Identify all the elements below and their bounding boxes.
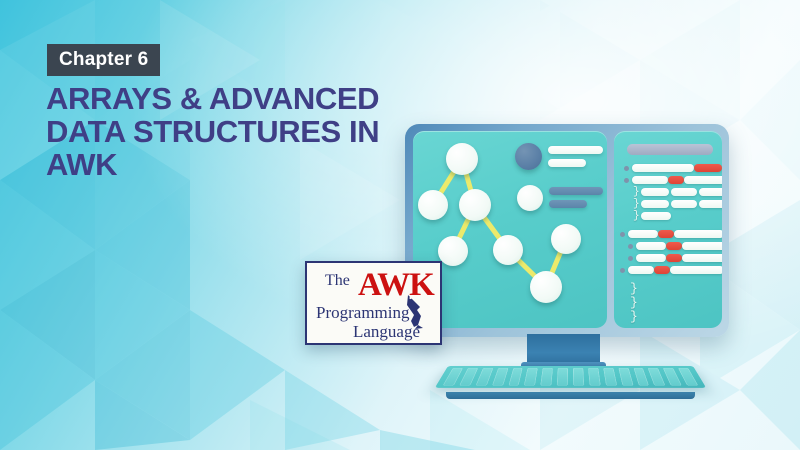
code-token xyxy=(670,266,722,274)
code-token xyxy=(699,200,722,208)
code-row: } xyxy=(633,186,722,198)
graph-node xyxy=(530,271,562,303)
code-brace: } xyxy=(633,210,640,222)
code-token-highlight xyxy=(658,230,674,238)
code-bullet-icon xyxy=(624,165,629,171)
keyboard-edge xyxy=(446,392,695,399)
graph-node xyxy=(418,190,448,220)
legend-bar xyxy=(548,146,603,154)
keyboard-key xyxy=(588,367,601,386)
keyboard-key xyxy=(491,367,508,386)
legend-bar xyxy=(549,200,587,208)
bird-icon xyxy=(407,295,423,329)
code-token xyxy=(682,254,722,262)
legend-bar xyxy=(549,187,603,195)
book-title-programming: Programming xyxy=(316,303,410,322)
code-bullet-icon xyxy=(628,243,633,249)
keyboard-key xyxy=(556,367,568,386)
keyboard-key xyxy=(459,367,478,386)
legend-marker-light xyxy=(517,185,543,211)
code-closing-brace: } xyxy=(630,309,638,324)
keyboard-key xyxy=(603,367,617,386)
code-token xyxy=(632,176,668,184)
code-token xyxy=(684,176,722,184)
book-title-language: Language xyxy=(353,322,421,341)
keyboard-key xyxy=(475,367,493,386)
code-row xyxy=(624,176,722,184)
keyboard-key xyxy=(524,367,538,386)
code-token xyxy=(632,164,694,172)
code-token xyxy=(628,266,654,274)
awk-book-cover: The AWK Programming Language xyxy=(305,261,442,345)
code-token xyxy=(674,230,722,238)
code-bullet-icon xyxy=(620,267,625,273)
keyboard-key xyxy=(573,367,585,386)
monitor-illustration: } } } xyxy=(405,124,729,337)
code-token-highlight xyxy=(668,176,684,184)
title-line-2: DATA STRUCTURES IN xyxy=(46,114,380,150)
code-token xyxy=(682,242,722,250)
chapter-badge: Chapter 6 xyxy=(47,44,161,76)
keyboard-key xyxy=(678,367,699,386)
keyboard-key xyxy=(618,367,633,386)
keyboard-key xyxy=(648,367,666,386)
code-brace: } xyxy=(633,186,640,198)
code-row xyxy=(628,254,722,262)
code-bullet-icon xyxy=(628,255,633,261)
code-token-highlight xyxy=(654,266,670,274)
code-row: } xyxy=(633,210,693,222)
graph-diagram-panel xyxy=(413,131,607,328)
code-token xyxy=(636,242,666,250)
code-row xyxy=(620,230,722,238)
book-title-awk: AWK xyxy=(358,267,435,303)
code-title-bar xyxy=(627,144,713,155)
monitor-screen: } } } xyxy=(413,131,722,328)
keyboard-keys xyxy=(442,367,699,386)
code-token xyxy=(641,188,669,196)
graph-node xyxy=(446,143,478,175)
graph-node xyxy=(459,189,491,221)
code-editor-panel: } } } xyxy=(614,131,722,328)
code-closing-brace: } xyxy=(630,281,638,296)
code-token xyxy=(628,230,658,238)
keyboard-key xyxy=(633,367,650,386)
code-brace: } xyxy=(633,198,640,210)
code-token-highlight xyxy=(666,254,682,262)
code-row xyxy=(628,242,722,250)
code-token xyxy=(699,188,722,196)
graph-node xyxy=(493,235,523,265)
title-line-3: AWK xyxy=(46,147,118,183)
code-bullet-icon xyxy=(624,177,629,183)
code-token xyxy=(671,188,697,196)
legend-marker-dark xyxy=(515,143,542,170)
code-row xyxy=(624,164,722,172)
keyboard-key xyxy=(508,367,523,386)
graph-node xyxy=(438,236,468,266)
legend-bar xyxy=(548,159,586,167)
code-closing-brace: } xyxy=(630,295,638,310)
title-line-1: ARRAYS & ADVANCED xyxy=(46,81,380,116)
code-token-highlight xyxy=(694,164,722,172)
code-token xyxy=(641,212,671,220)
code-row: } xyxy=(633,198,722,210)
page-title: ARRAYS & ADVANCED DATA STRUCTURES IN AWK xyxy=(46,81,446,183)
code-bullet-icon xyxy=(620,231,625,237)
keyboard xyxy=(434,366,707,388)
book-title-the: The xyxy=(325,272,350,289)
code-token xyxy=(671,200,697,208)
keyboard-key xyxy=(540,367,553,386)
code-token xyxy=(641,200,669,208)
graph-node xyxy=(551,224,581,254)
code-row xyxy=(620,266,722,274)
code-token xyxy=(636,254,666,262)
code-token-highlight xyxy=(666,242,682,250)
book-cover-inner: The AWK Programming Language xyxy=(311,267,436,342)
